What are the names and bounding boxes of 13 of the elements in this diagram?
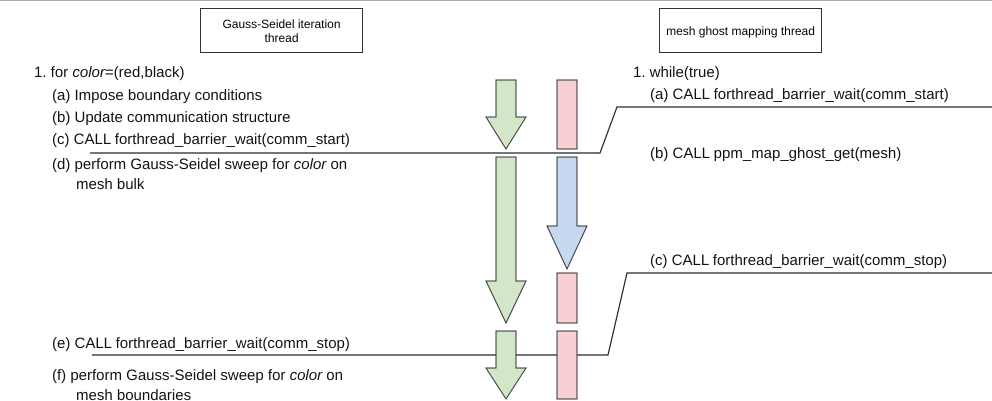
step-text: (f) perform Gauss-Seidel sweep for color on mesh boundaries: [52, 366, 344, 401]
step-text: (c) CALL forthread_barrier_wait(comm_stop): [650, 251, 948, 271]
step-text: (b) Update communication structure: [52, 108, 290, 128]
step-text: (d) perform Gauss-Seidel sweep for color on mesh bulk: [52, 155, 348, 195]
thread-header-box: mesh ghost mapping thread: [659, 8, 822, 53]
step-text: (b) CALL ppm_map_ghost_get(mesh): [650, 144, 902, 164]
step-text: (a) Impose boundary conditions: [52, 86, 262, 106]
step-text: 1. while(true): [633, 63, 720, 83]
step-text: (a) CALL forthread_barrier_wait(comm_start): [650, 85, 949, 105]
step-text: (e) CALL forthread_barrier_wait(comm_stop): [52, 334, 350, 354]
step-text: 1. for color=(red,black): [34, 63, 184, 83]
thread-header-box: Gauss-Seidel iteration thread: [200, 8, 363, 53]
step-text: (c) CALL forthread_barrier_wait(comm_start): [52, 130, 350, 150]
